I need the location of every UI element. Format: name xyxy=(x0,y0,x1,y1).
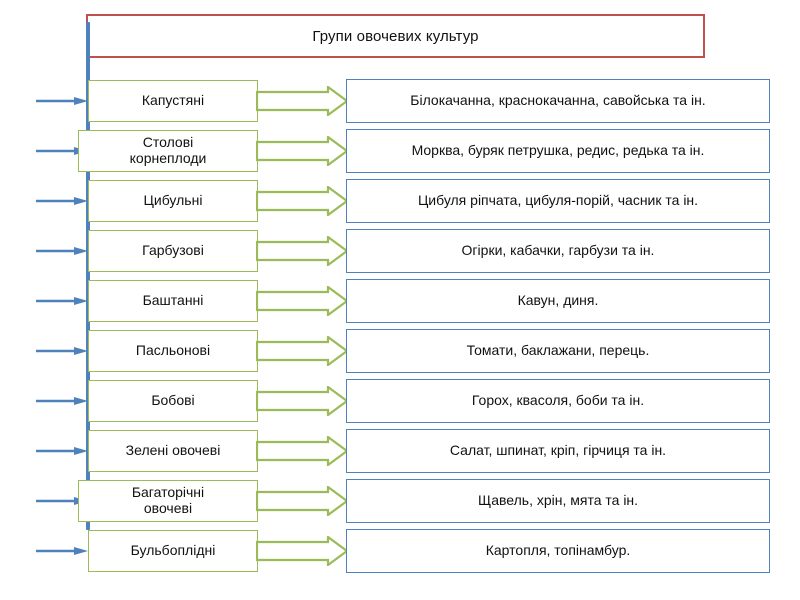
description-label: Томати, баклажани, перець. xyxy=(466,342,650,359)
description-box[interactable]: Білокачанна, краснокачанна, савойська та… xyxy=(346,79,770,123)
left-pointer-arrow-icon xyxy=(36,247,88,255)
description-box[interactable]: Щавель, хрін, мята та ін. xyxy=(346,479,770,523)
diagram-row: Зелені овочеві Салат, шпинат, кріп, гірчи… xyxy=(0,426,800,476)
description-label: Горох, квасоля, боби та ін. xyxy=(471,392,645,409)
connector-block-arrow-icon xyxy=(256,236,348,266)
description-box[interactable]: Морква, буряк петрушка, редис, редька та… xyxy=(346,129,770,173)
description-box[interactable]: Горох, квасоля, боби та ін. xyxy=(346,379,770,423)
connector-block-arrow-icon xyxy=(256,486,348,516)
left-pointer-arrow-icon xyxy=(36,197,88,205)
category-box[interactable]: Столові корнеплоди xyxy=(78,130,258,172)
diagram-row: Столові корнеплоди Морква, буряк петрушка… xyxy=(0,126,800,176)
category-box[interactable]: Багаторічні овочеві xyxy=(78,480,258,522)
description-label: Салат, шпинат, кріп, гірчиця та ін. xyxy=(449,442,667,459)
diagram-row: Цибульні Цибуля ріпчата, цибуля-порій, ча… xyxy=(0,176,800,226)
diagram-row: Гарбузові Огірки, кабачки, гарбузи та ін. xyxy=(0,226,800,276)
connector-block-arrow-icon xyxy=(256,136,348,166)
left-pointer-arrow-icon xyxy=(36,547,88,555)
diagram-row: Капустяні Білокачанна, краснокачанна, сав… xyxy=(0,76,800,126)
description-label: Картопля, топінамбур. xyxy=(485,542,631,559)
description-label: Білокачанна, краснокачанна, савойська та… xyxy=(410,92,706,109)
diagram-title-box: Групи овочевих культур xyxy=(86,14,705,58)
diagram-row: Бобові Горох, квасоля, боби та ін. xyxy=(0,376,800,426)
description-label: Морква, буряк петрушка, редис, редька та… xyxy=(411,142,705,159)
category-label: Зелені овочеві xyxy=(125,442,221,459)
description-label: Огірки, кабачки, гарбузи та ін. xyxy=(461,242,655,259)
left-pointer-arrow-icon xyxy=(36,97,88,105)
category-label: Баштанні xyxy=(142,292,204,309)
description-box[interactable]: Огірки, кабачки, гарбузи та ін. xyxy=(346,229,770,273)
category-label: Столові корнеплоди xyxy=(129,134,207,166)
description-box[interactable]: Цибуля ріпчата, цибуля-порій, часник та … xyxy=(346,179,770,223)
category-label: Бобові xyxy=(151,392,195,409)
description-label: Кавун, диня. xyxy=(517,292,599,309)
diagram-row: Бульбоплідні Картопля, топінамбур. xyxy=(0,526,800,576)
connector-block-arrow-icon xyxy=(256,386,348,416)
category-label: Бульбоплідні xyxy=(130,542,216,559)
category-label: Багаторічні овочеві xyxy=(131,484,205,516)
category-label: Капустяні xyxy=(141,92,205,109)
category-box[interactable]: Капустяні xyxy=(88,80,258,122)
left-pointer-arrow-icon xyxy=(36,297,88,305)
page-title: Групи овочевих культур xyxy=(312,27,479,45)
category-label: Пасльонові xyxy=(135,342,211,359)
left-pointer-arrow-icon xyxy=(36,397,88,405)
connector-block-arrow-icon xyxy=(256,186,348,216)
category-label: Цибульні xyxy=(143,192,203,209)
description-box[interactable]: Кавун, диня. xyxy=(346,279,770,323)
category-box[interactable]: Пасльонові xyxy=(88,330,258,372)
description-box[interactable]: Салат, шпинат, кріп, гірчиця та ін. xyxy=(346,429,770,473)
connector-block-arrow-icon xyxy=(256,86,348,116)
connector-block-arrow-icon xyxy=(256,536,348,566)
left-pointer-arrow-icon xyxy=(36,447,88,455)
diagram-row: Багаторічні овочеві Щавель, хрін, мята та… xyxy=(0,476,800,526)
connector-block-arrow-icon xyxy=(256,286,348,316)
diagram-row: Пасльонові Томати, баклажани, перець. xyxy=(0,326,800,376)
description-box[interactable]: Картопля, топінамбур. xyxy=(346,529,770,573)
description-box[interactable]: Томати, баклажани, перець. xyxy=(346,329,770,373)
category-box[interactable]: Цибульні xyxy=(88,180,258,222)
category-label: Гарбузові xyxy=(142,242,204,259)
description-label: Цибуля ріпчата, цибуля-порій, часник та … xyxy=(417,192,699,209)
vertical-spine-connector xyxy=(86,22,90,530)
category-box[interactable]: Зелені овочеві xyxy=(88,430,258,472)
category-box[interactable]: Бульбоплідні xyxy=(88,530,258,572)
connector-block-arrow-icon xyxy=(256,436,348,466)
category-box[interactable]: Баштанні xyxy=(88,280,258,322)
connector-block-arrow-icon xyxy=(256,336,348,366)
category-box[interactable]: Гарбузові xyxy=(88,230,258,272)
diagram-row: Баштанні Кавун, диня. xyxy=(0,276,800,326)
left-pointer-arrow-icon xyxy=(36,347,88,355)
description-label: Щавель, хрін, мята та ін. xyxy=(477,492,639,509)
category-box[interactable]: Бобові xyxy=(88,380,258,422)
